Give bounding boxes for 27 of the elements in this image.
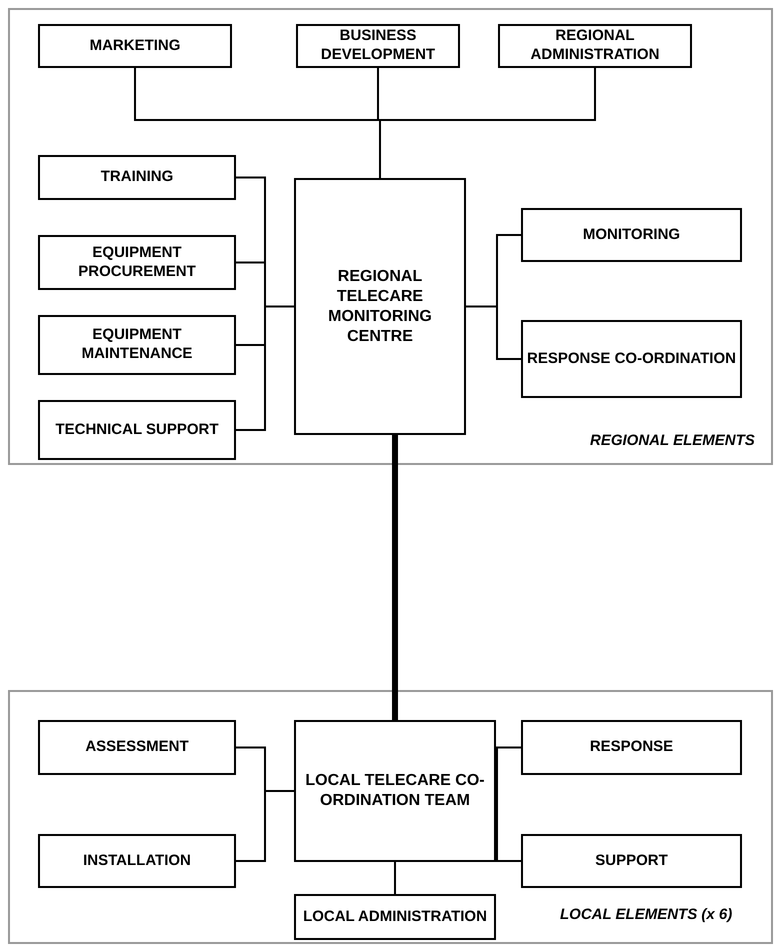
connector-line: [379, 68, 596, 178]
org-unit-box: TRAINING: [38, 155, 236, 200]
org-unit-box: MARKETING: [38, 24, 232, 68]
org-unit-box: RESPONSE CO-ORDINATION: [521, 320, 742, 398]
org-unit-box: TECHNICAL SUPPORT: [38, 400, 236, 460]
org-unit-box: SUPPORT: [521, 834, 742, 888]
connector-line: [392, 435, 398, 720]
connector-line: [236, 790, 294, 862]
connector-line: [394, 862, 396, 894]
org-unit-box: REGIONAL ADMINISTRATION: [498, 24, 692, 68]
org-unit-box: BUSINESS DEVELOPMENT: [296, 24, 460, 68]
org-unit-box: REGIONAL TELECARE MONITORING CENTRE: [294, 178, 466, 435]
connector-line: [236, 306, 294, 431]
org-unit-box: RESPONSE: [521, 720, 742, 775]
group-heading: LOCAL ELEMENTS (x 6): [560, 906, 732, 923]
connector-line: [496, 746, 521, 792]
org-unit-box: ASSESSMENT: [38, 720, 236, 775]
group-panel: [8, 8, 773, 465]
group-heading: REGIONAL ELEMENTS: [590, 432, 755, 449]
org-unit-box: LOCAL ADMINISTRATION: [294, 894, 496, 940]
org-unit-box: EQUIPMENT PROCUREMENT: [38, 235, 236, 290]
group-panel: [8, 690, 773, 944]
org-unit-box: EQUIPMENT MAINTENANCE: [38, 315, 236, 375]
org-unit-box: INSTALLATION: [38, 834, 236, 888]
org-unit-box: MONITORING: [521, 208, 742, 262]
connector-line: [496, 790, 521, 862]
org-unit-box: LOCAL TELECARE CO-ORDINATION TEAM: [294, 720, 496, 862]
